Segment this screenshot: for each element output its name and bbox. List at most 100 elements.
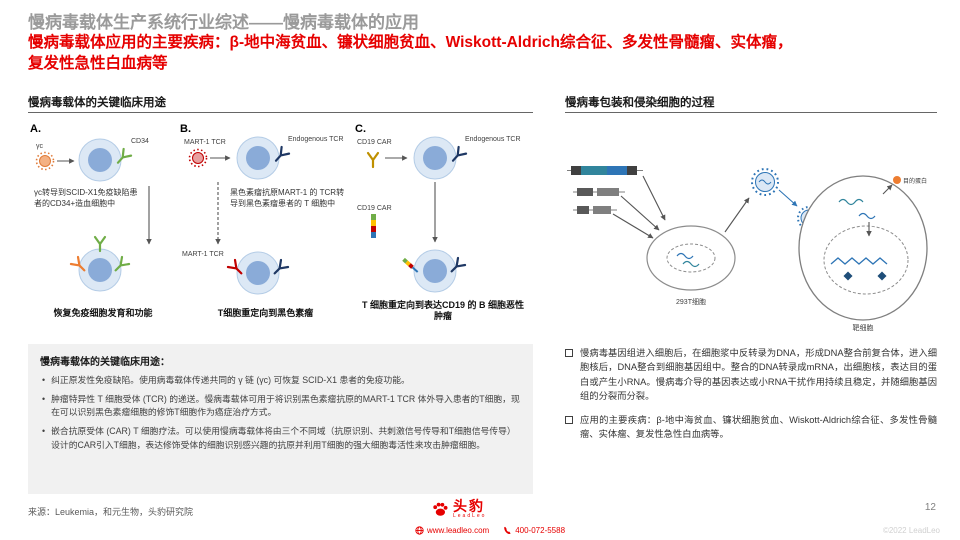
- left-section-header: 慢病毒载体的关键临床用途: [28, 97, 166, 109]
- cd34-label: CD34: [131, 138, 149, 145]
- cd19-car-label: CD19 CAR: [357, 139, 392, 146]
- car-construct-icon: [371, 214, 376, 238]
- target-cell: [798, 175, 928, 321]
- panel-a-graphic: A. γc CD34: [30, 123, 152, 292]
- right-section-header: 慢病毒包装和侵染细胞的过程: [565, 97, 715, 109]
- right-section-divider: [565, 112, 937, 113]
- endogenous-tcr-label: Endogenous TCR: [465, 136, 521, 143]
- transfection-arrow: [620, 195, 660, 231]
- website-item[interactable]: www.leadleo.com: [415, 526, 489, 535]
- endogenous-tcr-icon-bottom: [273, 258, 290, 275]
- envelope-plasmid-construct: [573, 206, 617, 214]
- infobox-bullet-1: 纠正原发性免疫缺陷。使用病毒载体传递共同的 γ 链 (γc) 可恢复 SCID-…: [51, 375, 410, 385]
- square-bullet-icon: [565, 415, 573, 424]
- mart1-tcr-label: MART-1 TCR: [184, 139, 226, 146]
- cd34-receptor-icon-bottom: [114, 255, 131, 272]
- panel-b: B. MART-1 TCR Endogenous TCR MART-1 TCR: [178, 118, 353, 340]
- translation-arrow: [882, 184, 893, 195]
- integrated-dna: [830, 257, 888, 265]
- list-item: • 肿瘤特异性 T 细胞受体 (TCR) 的递送。慢病毒载体可用于将识别黑色素瘤…: [40, 393, 521, 420]
- nucleus: [823, 225, 909, 295]
- endogenous-tcr-icon-bottom: [450, 256, 467, 273]
- target-cell-label: 靶细胞: [853, 323, 874, 332]
- endogenous-tcr-icon: [274, 145, 291, 162]
- page-title: 慢病毒载体生产系统行业综述——慢病毒载体的应用: [28, 13, 419, 32]
- endogenous-tcr-icon: [451, 145, 468, 162]
- panel-a-label: A.: [30, 123, 41, 135]
- panel-a: A. γc CD34: [28, 118, 178, 340]
- mart1-tcr-bottom-label: MART-1 TCR: [182, 251, 224, 258]
- right-bullet-2: 应用的主要疾病：β-地中海贫血、镰状细胞贫血、Wiskott-Aldrich综合…: [580, 414, 937, 440]
- mart1-vector-icon: [188, 148, 208, 168]
- square-bullet-icon: [565, 349, 573, 357]
- phone-icon: [504, 526, 511, 534]
- t-cell-top: [236, 136, 280, 180]
- list-item: • 嵌合抗原受体 (CAR) T 细胞疗法。可以使用慢病毒载体将由三个不同域（抗…: [40, 425, 521, 452]
- right-bullet-1: 慢病毒基因组进入细胞后，在细胞浆中反转录为DNA，形成DNA整合前复合体，进入细…: [580, 348, 937, 402]
- left-section-divider: [28, 112, 533, 113]
- globe-icon: [415, 526, 424, 535]
- logo-text: 头豹: [453, 498, 485, 514]
- budding-arrow: [724, 197, 750, 233]
- panel-b-step-text: 黑色素瘤抗原MART-1 的 TCR转导到黑色素瘤患者的 T 细胞中: [230, 188, 345, 208]
- contact-bar: www.leadleo.com 400-072-5588: [350, 526, 630, 535]
- car-receptor-icon: [402, 257, 419, 273]
- mrna-squiggle: [838, 198, 864, 206]
- clinical-use-infobox: 慢病毒载体的关键临床用途： • 纠正原发性免疫缺陷。使用病毒载体传递共同的 γ …: [28, 344, 533, 494]
- logo-subtext: LeadLeo: [453, 513, 487, 519]
- bullet-icon: •: [42, 375, 46, 385]
- lentivirus-packaging-diagram: 293T细胞 目的蛋白 靶细胞: [567, 166, 928, 332]
- website-link[interactable]: www.leadleo.com: [426, 526, 490, 535]
- packaging-cell-label: 293T细胞: [676, 297, 706, 306]
- gamma-c-receptor-icon: [69, 255, 86, 272]
- panel-b-caption: T细胞重定向到黑色素瘤: [217, 308, 314, 318]
- cd19-car-icon: [366, 151, 380, 169]
- infobox-title: 慢病毒载体的关键临床用途：: [40, 357, 170, 368]
- bullet-icon: •: [42, 425, 46, 436]
- panel-c-graphic: C. CD19 CAR Endogenous TCR CD19 CAR: [355, 123, 521, 293]
- car-t-cell: [413, 249, 457, 293]
- transfection-arrow: [642, 175, 666, 221]
- source-note: 来源：Leukemia，和元生物，头豹研究院: [28, 507, 194, 517]
- panel-c-caption: T 细胞重定向到表达CD19 的 B 细胞恶性肿瘤: [361, 300, 524, 322]
- infobox-bullet-2: 肿瘤特异性 T 细胞受体 (TCR) 的递送。慢病毒载体可用于将识别黑色素瘤抗原…: [51, 393, 520, 418]
- plasmid-dna-squiggle: [676, 252, 694, 260]
- mart1-tcr-receptor-icon: [226, 258, 243, 275]
- hematopoietic-cell-top: [78, 138, 122, 182]
- lentivirus-particle: [751, 168, 779, 196]
- endogenous-tcr-label: Endogenous TCR: [288, 136, 344, 143]
- protein-dot: [893, 176, 901, 184]
- cd34-receptor-icon: [116, 147, 133, 164]
- infobox-bullet-3: 嵌合抗原受体 (CAR) T 细胞疗法。可以使用慢病毒载体将由三个不同域（抗原识…: [51, 425, 516, 450]
- list-item: • 纠正原发性免疫缺陷。使用病毒载体传递共同的 γ 链 (γc) 可恢复 SCI…: [40, 374, 521, 388]
- viral-rna: [758, 179, 772, 185]
- packaging-plasmid-construct: [573, 188, 625, 196]
- cd34-receptor-icon-top: [93, 235, 107, 253]
- protein-label: 目的蛋白: [903, 177, 927, 185]
- list-item: 应用的主要疾病：β-地中海贫血、镰状细胞贫血、Wiskott-Aldrich综合…: [565, 413, 937, 442]
- panel-b-graphic: B. MART-1 TCR Endogenous TCR MART-1 TCR: [180, 123, 344, 295]
- panel-c-label: C.: [355, 123, 366, 135]
- redirected-t-cell: [236, 251, 280, 295]
- phone-item[interactable]: 400-072-5588: [503, 526, 565, 535]
- t-cell-top: [413, 136, 457, 180]
- right-bullet-list: 慢病毒基因组进入细胞后，在细胞浆中反转录为DNA，形成DNA整合前复合体，进入细…: [565, 346, 937, 450]
- transfection-arrow: [612, 213, 654, 239]
- copyright-note: ©2022 LeadLeo: [882, 526, 940, 535]
- phone-number[interactable]: 400-072-5588: [515, 526, 566, 535]
- list-item: 慢病毒基因组进入细胞后，在细胞浆中反转录为DNA，形成DNA整合前复合体，进入细…: [565, 346, 937, 404]
- panel-a-caption: 恢复免疫细胞发育和功能: [53, 308, 153, 318]
- page-number: 12: [924, 502, 936, 513]
- transfer-plasmid-construct: [567, 166, 643, 175]
- leadleo-logo: 头豹 LeadLeo: [432, 499, 486, 519]
- mrna-squiggle: [858, 212, 876, 220]
- gamma-c-vector-icon: [35, 151, 55, 171]
- cd19-car-bottom-label: CD19 CAR: [357, 205, 392, 212]
- panel-a-step-text: γc转导到SCID-X1免疫缺陷患者的CD34+造血细胞中: [34, 188, 138, 208]
- panel-c: C. CD19 CAR Endogenous TCR CD19 CAR: [353, 118, 533, 340]
- packaging-cell: [646, 225, 736, 291]
- infection-arrow: [778, 189, 798, 207]
- paw-icon: [433, 502, 448, 516]
- gamma-c-label: γc: [36, 143, 44, 150]
